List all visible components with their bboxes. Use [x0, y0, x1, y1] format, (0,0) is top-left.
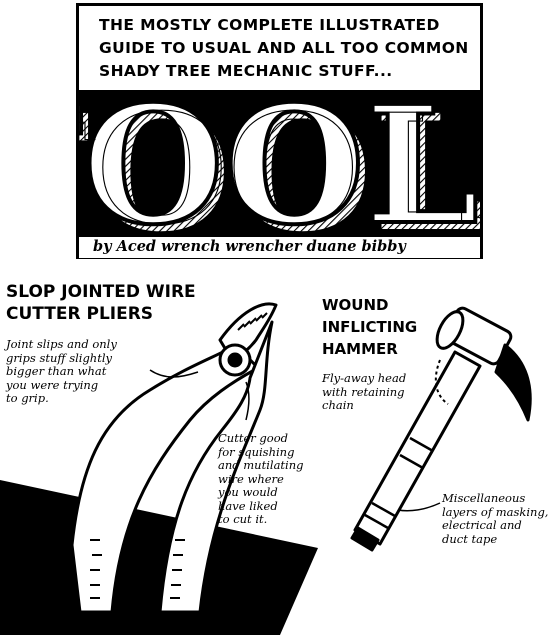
pointer-joint — [149, 369, 199, 378]
hammer-head-note: Fly-away head with retaining chain — [322, 371, 407, 413]
title-intro: THE MOSTLY COMPLETE ILLUSTRATED GUIDE TO… — [79, 6, 480, 90]
pointer-tape — [397, 502, 441, 512]
note-line: wire where — [218, 471, 284, 486]
main-title-inline: TOOLS — [79, 90, 480, 237]
note-line: electrical and — [442, 518, 522, 532]
title-line-3: SHADY TREE MECHANIC STUFF... — [99, 62, 393, 80]
note-line: layers of masking, — [442, 504, 549, 519]
hammer-heading-line-3: HAMMER — [322, 340, 398, 358]
pliers-joint-note: Joint slips and only grips stuff slightl… — [6, 337, 117, 406]
note-line: bigger than what — [6, 364, 107, 378]
hammer-heading-line-2: INFLICTING — [322, 318, 418, 336]
note-line: have liked — [218, 498, 278, 513]
hammer-drawing — [350, 306, 532, 552]
pliers-cutter-note: Cutter good for squishing and mutilating… — [218, 431, 304, 527]
hammer-heading-line-1: WOUND — [322, 296, 389, 314]
pointer-cutter — [245, 381, 250, 421]
note-line: you would — [218, 485, 278, 499]
pliers-heading-line-2: CUTTER PLIERS — [6, 304, 154, 324]
note-line: to grip. — [6, 391, 49, 405]
note-line: you were trying — [6, 377, 99, 392]
hammer-tape-note: Miscellaneous layers of masking, electri… — [442, 491, 549, 546]
main-title-shadow: TOOLS — [79, 90, 480, 237]
title-line-2: GUIDE TO USUAL AND ALL TOO COMMON — [99, 39, 469, 57]
pliers-drawing — [70, 302, 278, 614]
byline: by Aced wrench wrencher duane bibby — [79, 234, 480, 258]
note-line: Cutter good — [218, 431, 288, 445]
note-line: to cut it. — [218, 512, 268, 526]
pliers-heading-line-1: SLOP JOINTED WIRE — [6, 282, 196, 302]
title-box: THE MOSTLY COMPLETE ILLUSTRATED GUIDE TO… — [76, 3, 483, 259]
title-line-1: THE MOSTLY COMPLETE ILLUSTRATED — [99, 16, 440, 34]
note-line: and mutilating — [218, 458, 304, 472]
byline-text: by Aced wrench wrencher duane bibby — [93, 238, 406, 255]
note-line: for squishing — [218, 444, 295, 459]
title-band: TOOLS TOOLS TOOLS — [79, 90, 480, 237]
note-line: Fly-away head — [322, 371, 407, 385]
note-line: with retaining — [322, 384, 405, 399]
note-line: Joint slips and only — [6, 337, 117, 351]
main-title-lettering: TOOLS TOOLS TOOLS — [79, 90, 480, 237]
main-title: TOOLS — [79, 90, 480, 237]
note-line: chain — [322, 398, 354, 412]
note-line: Miscellaneous — [442, 491, 526, 505]
note-line: grips stuff slightly — [6, 350, 113, 365]
note-line: duct tape — [442, 531, 498, 546]
